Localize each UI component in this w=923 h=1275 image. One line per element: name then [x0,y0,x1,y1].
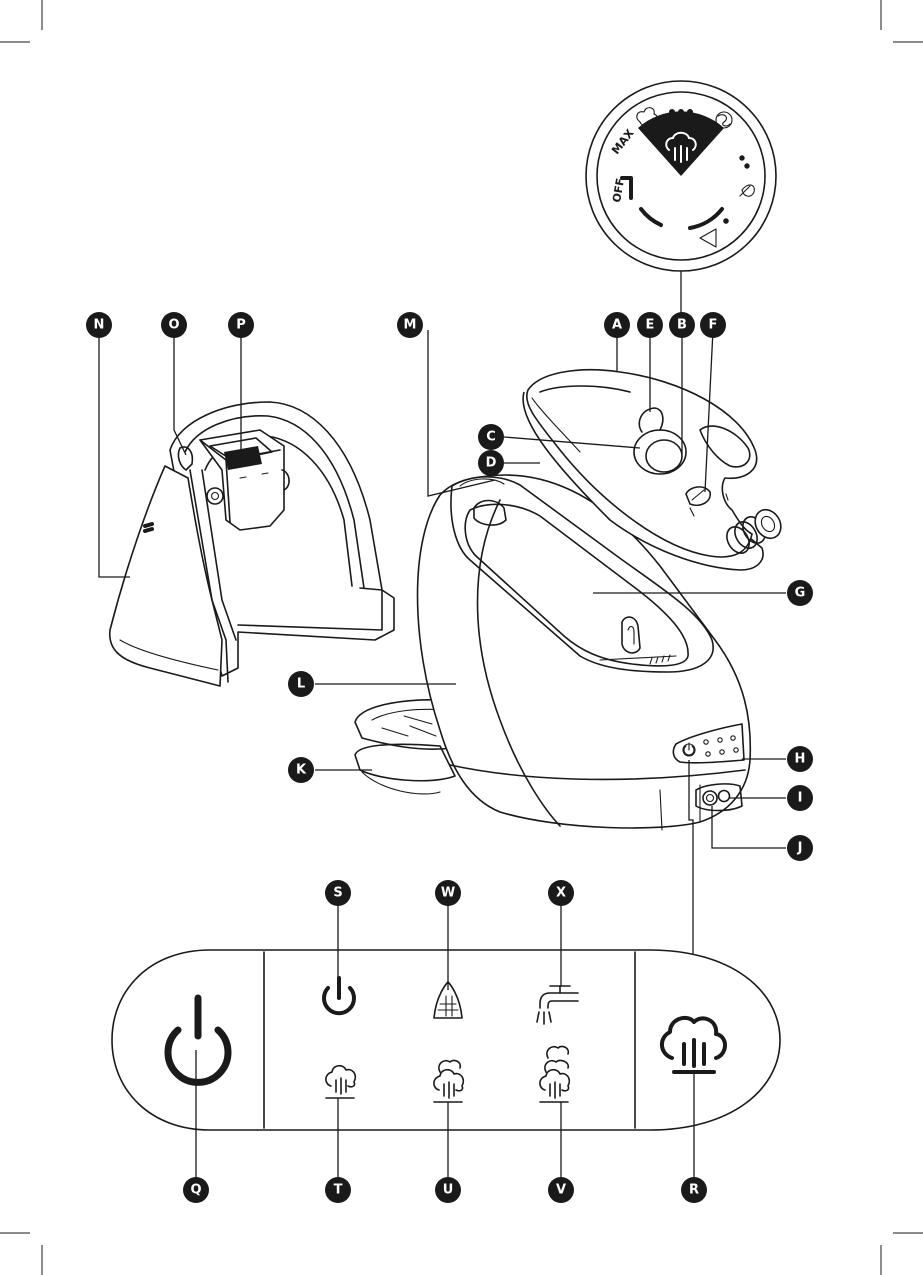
steam-dial-zoom: MAX OFF [586,81,776,315]
svg-text:V: V [556,1183,566,1198]
callout-r: R [681,1177,707,1203]
callout-c: C [478,424,504,450]
callout-d: D [478,450,504,476]
dial-max-label: MAX [609,126,637,156]
svg-text:D: D [486,456,497,471]
callout-u: U [435,1177,461,1203]
callout-p: P [228,312,254,338]
control-panel-zoom [112,905,780,1180]
steam-low-icon[interactable] [326,1066,355,1098]
svg-text:S: S [333,886,342,901]
water-tap-icon[interactable] [537,986,578,1024]
svg-text:B: B [677,318,687,333]
callout-m: M [397,312,423,338]
callout-k: K [288,757,314,783]
standby-icon[interactable] [324,978,354,1013]
synthetic-icon [716,112,732,128]
callout-s: S [325,880,351,906]
callout-l: L [288,671,314,697]
callout-i: I [787,785,813,811]
dial-off-label: OFF [610,177,627,203]
svg-text:M: M [404,318,417,333]
detached-cover [99,330,394,686]
svg-text:F: F [709,318,718,333]
callout-t: T [325,1177,351,1203]
max-steam-sector [638,111,724,176]
svg-text:O: O [168,318,179,333]
svg-text:I: I [798,791,803,806]
svg-text:L: L [297,677,305,692]
callout-g: G [787,580,813,606]
steam-high-icon[interactable] [540,1046,569,1102]
steam-mid-icon[interactable] [434,1060,463,1102]
delicate-fabric-icon [740,185,754,196]
svg-text:J: J [797,841,803,856]
svg-text:N: N [94,318,105,333]
svg-text:H: H [795,752,806,767]
callout-e: E [637,312,663,338]
callout-a: A [604,312,630,338]
callout-o: O [161,312,187,338]
svg-text:W: W [441,886,455,901]
callout-j: J [787,835,813,861]
callout-q: Q [183,1177,209,1203]
callout-x: X [548,880,574,906]
svg-text:K: K [296,763,307,778]
steam-boost-icon[interactable] [662,1018,725,1072]
callout-v: V [548,1177,574,1203]
svg-text:X: X [556,886,566,901]
power-icon[interactable] [168,998,228,1082]
svg-text:U: U [443,1183,454,1198]
callout-h: H [787,746,813,772]
callout-n: N [86,312,112,338]
callout-f: F [700,312,726,338]
svg-text:A: A [612,318,622,333]
svg-text:P: P [236,318,246,333]
callout-w: W [435,880,461,906]
svg-text:T: T [334,1183,343,1198]
svg-text:E: E [646,318,655,333]
svg-text:R: R [689,1183,699,1198]
svg-text:G: G [795,586,806,601]
callout-b: B [669,312,695,338]
svg-text:C: C [486,430,496,445]
svg-text:Q: Q [190,1183,201,1198]
